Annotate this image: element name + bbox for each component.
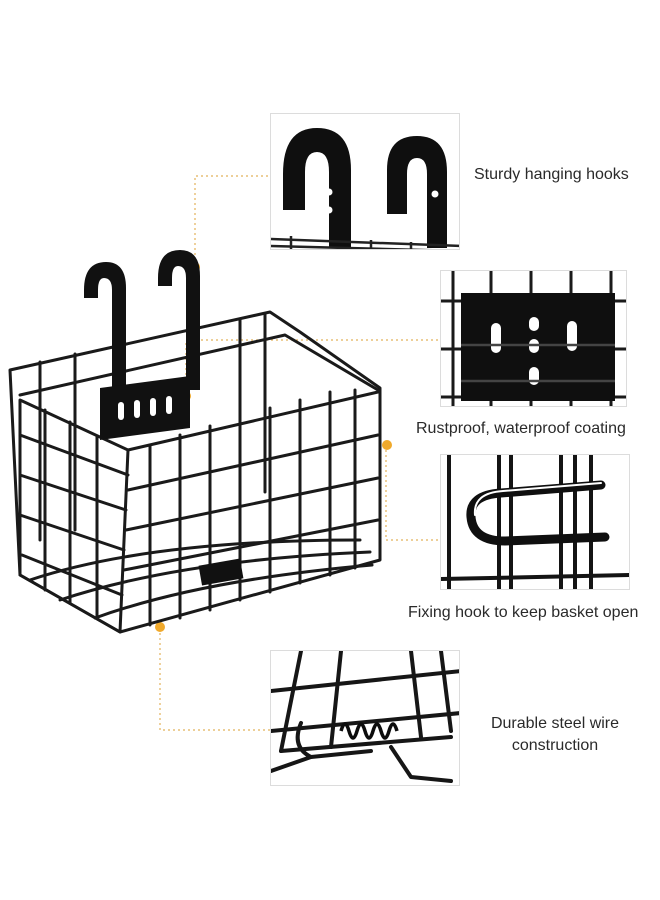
feature-panel-coating <box>440 270 627 407</box>
wire-basket-photo <box>8 250 382 634</box>
caption-hooks: Sturdy hanging hooks <box>474 166 629 183</box>
leader-line-construction <box>159 628 270 731</box>
hanging-hooks-photo <box>271 128 459 249</box>
marker-dot-fixing <box>382 440 392 450</box>
caption-construction-line1: Durable steel wire <box>490 715 620 732</box>
marker-dot-construction <box>155 622 165 632</box>
caption-construction: Durable steel wire construction <box>470 713 640 757</box>
caption-construction-line2: construction <box>511 737 599 754</box>
leader-line-fixing <box>385 445 440 541</box>
caption-fixing: Fixing hook to keep basket open <box>408 604 639 621</box>
caption-coating: Rustproof, waterproof coating <box>416 420 626 437</box>
feature-panel-construction <box>270 650 460 786</box>
spring-hinge-photo <box>271 651 459 783</box>
feature-panel-hooks <box>270 113 460 250</box>
feature-panel-fixing <box>440 454 630 590</box>
fixing-hook-photo <box>441 455 629 589</box>
mounting-plate-photo <box>441 271 626 406</box>
